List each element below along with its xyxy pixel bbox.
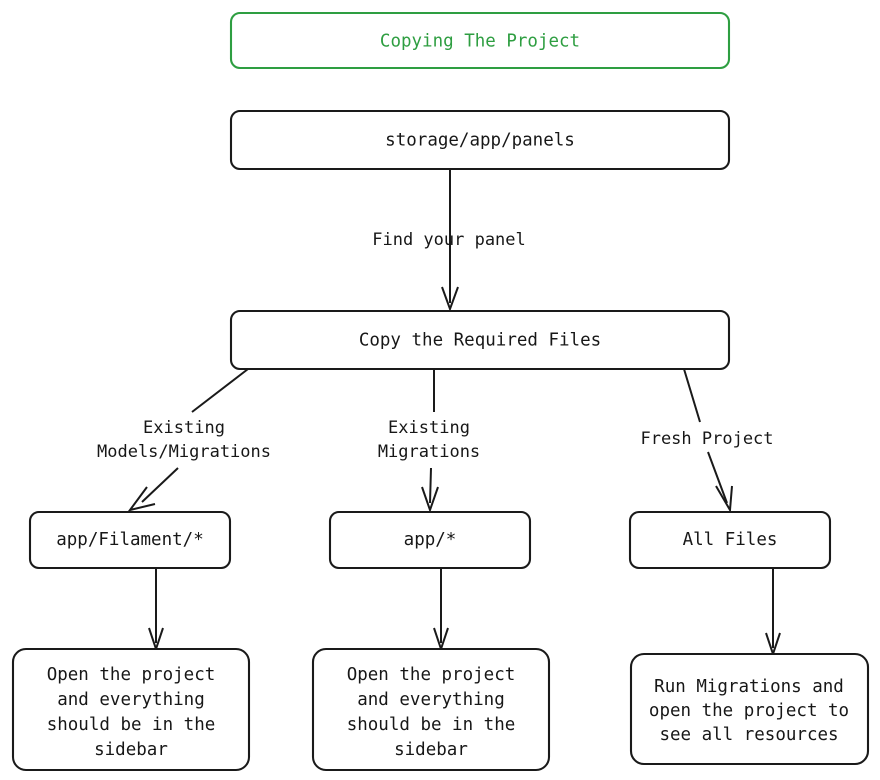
node-storage-box — [229, 109, 731, 171]
node-result-right-box — [629, 652, 870, 766]
node-result-mid-line3: should be in the — [347, 715, 516, 735]
node-result-right-line3: see all resources — [659, 725, 838, 745]
node-result-right-line2: open the project to — [649, 701, 849, 721]
node-result-left-box — [11, 647, 251, 772]
node-app-all[interactable]: app/* — [328, 510, 532, 570]
node-filament-label: app/Filament/* — [56, 530, 204, 550]
edge-app-all-to-result-mid — [433, 568, 449, 653]
node-title-label: Copying The Project — [380, 32, 580, 52]
node-all-files[interactable]: All Files — [628, 510, 832, 570]
edge-copy-files-to-filament: Existing Models/Migrations — [97, 368, 271, 512]
edge-copy-files-to-app-all: Existing Migrations — [378, 369, 480, 514]
edge-line-4 — [683, 368, 728, 504]
node-copy-files[interactable]: Copy the Required Files — [229, 309, 731, 371]
node-title[interactable]: Copying The Project — [229, 11, 731, 70]
edge-filament-to-result-left — [148, 568, 164, 653]
node-result-left-line4: sidebar — [94, 740, 168, 760]
edge-label-fresh-project: Fresh Project — [640, 429, 773, 449]
node-storage[interactable]: storage/app/panels — [229, 109, 731, 171]
node-all-files-box — [628, 510, 832, 570]
edge-storage-to-copy-files: Find your panel — [372, 169, 526, 312]
edge-label-existing-migrations-line1: Existing — [388, 418, 470, 438]
edge-label-existing-models-migrations-line2: Models/Migrations — [97, 442, 271, 462]
edge-label-existing-migrations-line2: Migrations — [378, 442, 480, 462]
edge-all-files-to-result-right — [765, 568, 781, 658]
node-result-mid[interactable]: Open the project and everything should b… — [311, 647, 551, 772]
node-result-left-line2: and everything — [57, 690, 205, 710]
edge-line-2 — [141, 368, 249, 503]
edge-copy-files-to-all-files: Fresh Project — [640, 368, 774, 514]
node-app-all-box — [328, 510, 532, 570]
node-app-all-label: app/* — [404, 530, 457, 550]
node-filament[interactable]: app/Filament/* — [28, 510, 232, 570]
node-storage-label: storage/app/panels — [385, 131, 575, 151]
edge-line-3 — [429, 369, 435, 504]
edge-arrowhead-2 — [127, 486, 156, 512]
node-copy-files-label: Copy the Required Files — [359, 331, 601, 351]
node-all-files-label: All Files — [683, 530, 778, 550]
node-title-box — [229, 11, 731, 70]
node-result-right[interactable]: Run Migrations and open the project to s… — [629, 652, 870, 766]
node-result-right-line1: Run Migrations and — [654, 677, 844, 697]
node-result-mid-line4: sidebar — [394, 740, 468, 760]
edge-arrowhead-3 — [421, 486, 439, 514]
node-result-mid-line2: and everything — [357, 690, 505, 710]
node-result-mid-line1: Open the project — [347, 665, 516, 685]
edge-label-existing-models-migrations-line1: Existing — [143, 418, 225, 438]
node-result-left-line3: should be in the — [47, 715, 216, 735]
node-result-left[interactable]: Open the project and everything should b… — [11, 647, 251, 772]
node-result-mid-box — [311, 647, 551, 772]
node-result-left-line1: Open the project — [47, 665, 216, 685]
edge-label-find-your-panel: Find your panel — [372, 230, 526, 250]
edge-arrowhead-1 — [441, 286, 459, 312]
node-filament-box — [28, 510, 232, 570]
node-copy-files-box — [229, 309, 731, 371]
edge-arrowhead-4 — [715, 485, 733, 514]
